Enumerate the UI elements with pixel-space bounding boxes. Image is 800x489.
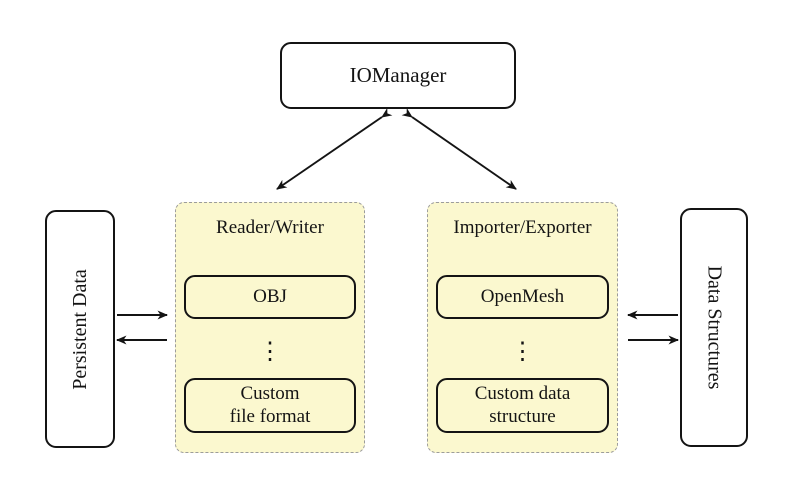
node-data-structures: Data Structures bbox=[680, 208, 748, 447]
group-reader-writer: Reader/Writer OBJ ⋮ Custom file format bbox=[175, 202, 365, 453]
node-openmesh: OpenMesh bbox=[436, 275, 609, 319]
ellipsis-importer-exporter: ⋮ bbox=[510, 338, 535, 365]
group-importer-exporter: Importer/Exporter OpenMesh ⋮ Custom data… bbox=[427, 202, 618, 453]
node-persistent-data: Persistent Data bbox=[45, 210, 115, 448]
node-custom-data-structure: Custom data structure bbox=[436, 378, 609, 433]
arrow-iomanager-readerwriter bbox=[276, 107, 393, 190]
node-iomanager-label: IOManager bbox=[349, 63, 447, 87]
group-importer-exporter-title: Importer/Exporter bbox=[453, 217, 592, 238]
ellipsis-reader-writer: ⋮ bbox=[258, 338, 282, 365]
arrow-iomanager-importerexporter bbox=[401, 107, 517, 190]
node-iomanager: IOManager bbox=[280, 42, 516, 109]
node-persistent-data-label: Persistent Data bbox=[68, 268, 91, 390]
node-obj: OBJ bbox=[184, 275, 356, 319]
group-reader-writer-title: Reader/Writer bbox=[216, 217, 324, 238]
node-custom-file-format: Custom file format bbox=[184, 378, 356, 433]
node-data-structures-label: Data Structures bbox=[703, 265, 726, 390]
